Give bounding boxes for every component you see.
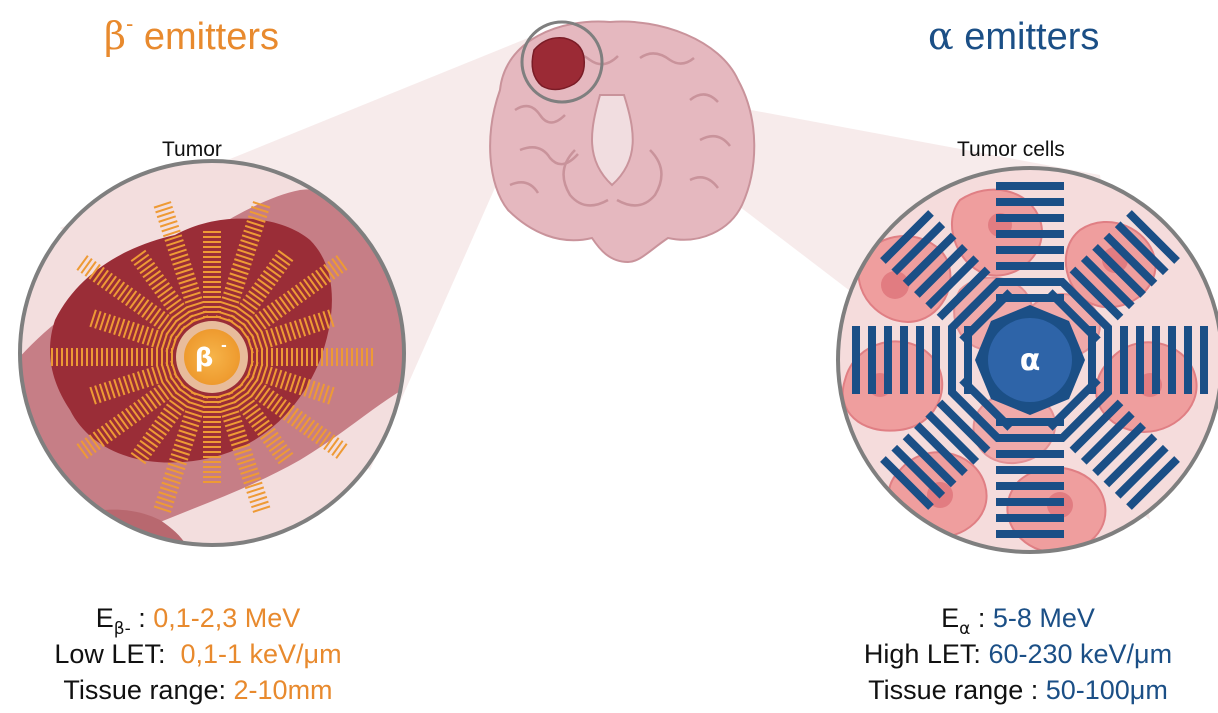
alpha-range-value: 50-100μm [1046, 675, 1168, 705]
beta-range-value: 2-10mm [234, 675, 333, 705]
beta-let-line: Low LET: 0,1-1 keV/μm [28, 636, 368, 672]
alpha-properties: Eα : 5-8 MeV High LET: 60-230 keV/μm Tis… [818, 600, 1218, 708]
beta-energy-sep: : [131, 603, 154, 633]
alpha-energy-sep: : [970, 603, 993, 633]
beta-core-sup: - [221, 338, 227, 354]
tumor-cells-label: Tumor cells [957, 138, 1065, 162]
beta-title-symbol: β [104, 14, 126, 58]
beta-properties: Eβ- : 0,1-2,3 MeV Low LET: 0,1-1 keV/μm … [28, 600, 368, 708]
beta-range-label: Tissue range: [63, 675, 226, 705]
alpha-core-symbol: α [1020, 343, 1041, 378]
beta-energy-label: E [96, 603, 114, 633]
beta-core-symbol: β [195, 343, 214, 373]
tumor-label: Tumor [162, 138, 222, 162]
alpha-energy-value: 5-8 MeV [993, 603, 1095, 633]
alpha-range-line: Tissue range : 50-100μm [818, 672, 1218, 708]
alpha-energy-line: Eα : 5-8 MeV [818, 600, 1218, 636]
beta-energy-value: 0,1-2,3 MeV [153, 603, 300, 633]
alpha-let-line: High LET: 60-230 keV/μm [818, 636, 1218, 672]
beta-title-text: emitters [133, 16, 279, 58]
alpha-let-value: 60-230 keV/μm [988, 639, 1172, 669]
beta-range-line: Tissue range: 2-10mm [28, 672, 368, 708]
alpha-title-symbol: α [928, 14, 954, 58]
beta-emitters-title: β- emitters [104, 14, 279, 59]
alpha-emitters-title: α emitters [928, 14, 1099, 59]
alpha-let-label: High LET: [864, 639, 981, 669]
beta-let-label: Low LET: [54, 639, 165, 669]
brain-illustration [490, 22, 754, 262]
beta-energy-line: Eβ- : 0,1-2,3 MeV [28, 600, 368, 636]
alpha-title-text: emitters [954, 16, 1100, 58]
alpha-range-label: Tissue range : [868, 675, 1038, 705]
beta-let-value: 0,1-1 keV/μm [180, 639, 341, 669]
alpha-energy-label: E [941, 603, 959, 633]
